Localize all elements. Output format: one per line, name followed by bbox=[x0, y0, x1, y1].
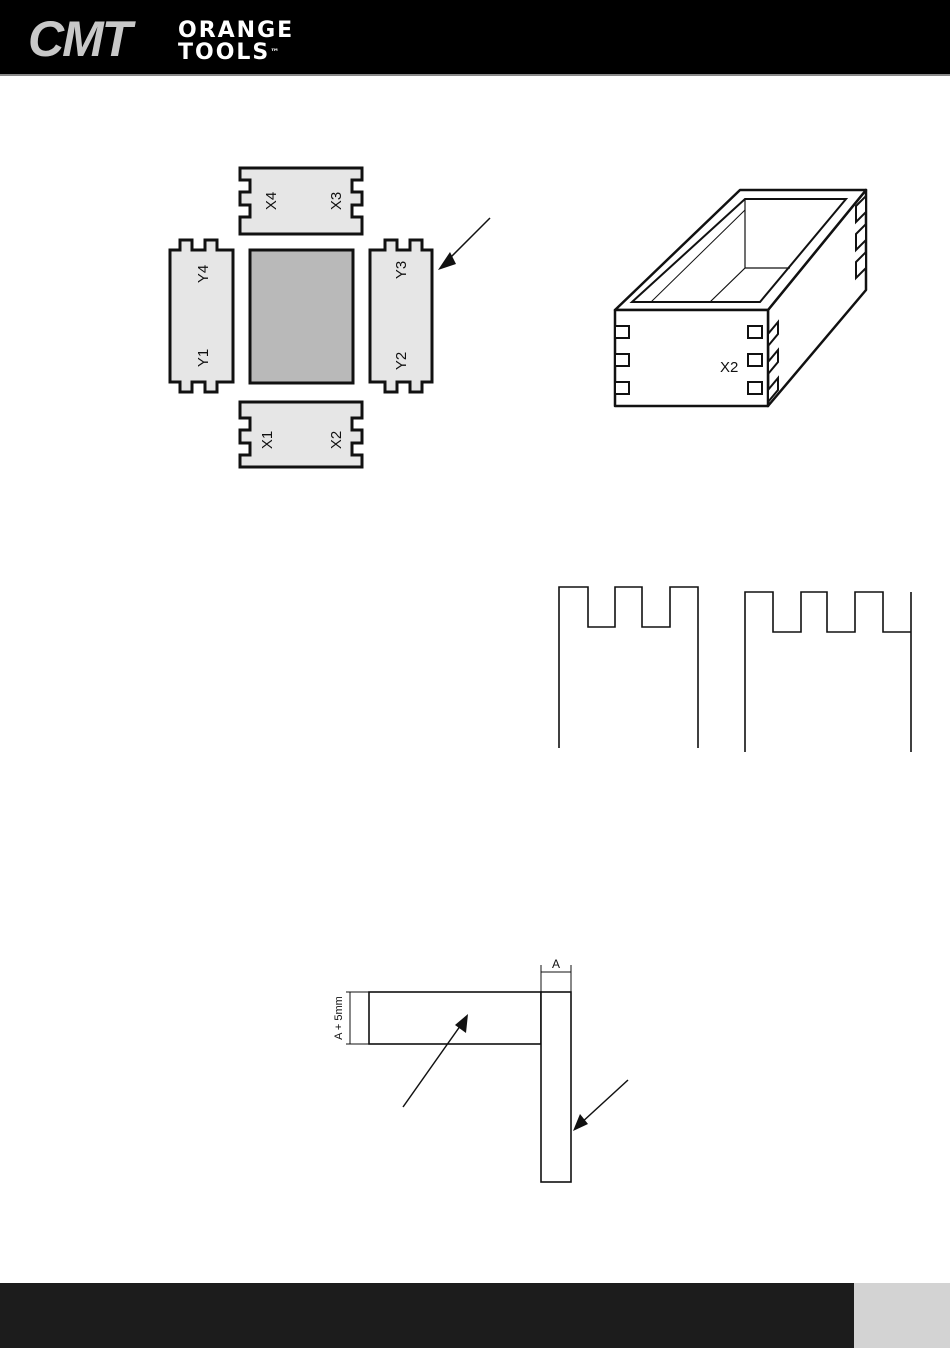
arrow-to-post-head bbox=[573, 1114, 588, 1131]
assembled-box-drawing: X2 bbox=[600, 180, 880, 415]
logo-tools-text: TOOLS™ bbox=[178, 42, 279, 64]
profile-two-notches bbox=[559, 587, 698, 748]
front-pin bbox=[748, 354, 762, 366]
finger-joint-profiles bbox=[550, 580, 920, 755]
front-pin bbox=[748, 382, 762, 394]
label-x2: X2 bbox=[328, 431, 345, 449]
front-pin bbox=[615, 354, 629, 366]
exploded-box-diagram: X4 X3 Y4 Y1 Y3 Y2 X1 X2 bbox=[160, 160, 500, 480]
front-pin bbox=[615, 382, 629, 394]
page-header: CMT ORANGE TOOLS™ bbox=[0, 0, 950, 76]
vertical-bar bbox=[541, 992, 571, 1182]
label-y3: Y3 bbox=[393, 261, 410, 279]
dim-a5-label: A + 5mm bbox=[333, 996, 345, 1040]
label-x1: X1 bbox=[259, 431, 276, 449]
jig-dimension-drawing: A A + 5mm bbox=[325, 955, 645, 1190]
front-pin bbox=[748, 326, 762, 338]
dim-a-label: A bbox=[552, 957, 560, 971]
logo-trademark: ™ bbox=[270, 48, 279, 58]
cmt-logo: CMT bbox=[28, 14, 130, 64]
arrow-to-post bbox=[580, 1080, 628, 1124]
box-label-x2: X2 bbox=[720, 359, 738, 376]
horizontal-bar bbox=[369, 992, 541, 1044]
box-base bbox=[250, 250, 353, 383]
page-number-box bbox=[854, 1283, 950, 1348]
label-y2: Y2 bbox=[393, 352, 410, 370]
page-footer bbox=[0, 1283, 950, 1348]
front-pin bbox=[615, 326, 629, 338]
box-front bbox=[615, 310, 768, 406]
label-y1: Y1 bbox=[195, 349, 212, 367]
panel-left bbox=[170, 240, 233, 392]
label-x4: X4 bbox=[263, 192, 280, 210]
label-x3: X3 bbox=[328, 192, 345, 210]
logo-orange-text: ORANGE bbox=[178, 20, 294, 42]
header-rule bbox=[0, 74, 950, 76]
label-y4: Y4 bbox=[195, 265, 212, 283]
logo-tools-word: TOOLS bbox=[178, 40, 270, 65]
profile-three-notches bbox=[745, 592, 911, 752]
pointer-arrow bbox=[446, 218, 490, 262]
